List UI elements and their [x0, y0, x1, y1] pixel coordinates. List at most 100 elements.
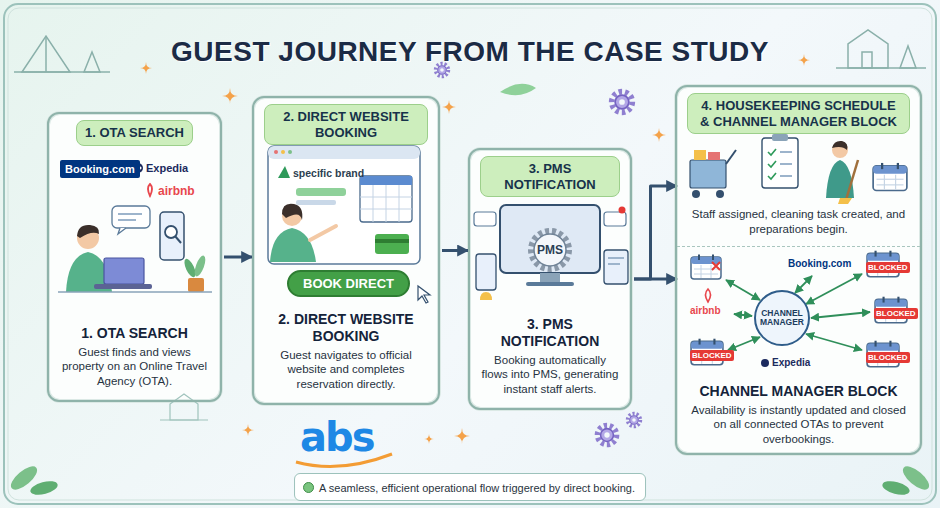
pms-illustration [480, 292, 492, 300]
house-sketch-small [160, 394, 208, 420]
housekeeping-illustration [690, 134, 907, 204]
tent-sketch [45, 36, 47, 72]
ota-search-illustration [58, 291, 212, 293]
housekeeping-illustration [762, 138, 798, 188]
channel-manager-illustration [726, 280, 760, 300]
housekeeping-section: Staff assigned, cleaning task created, a… [677, 130, 920, 242]
tent-sketch [22, 36, 70, 72]
housekeeping-illustration [846, 160, 858, 200]
flow-arrow [634, 186, 677, 279]
blocked-tag: BLOCKED [866, 352, 910, 363]
channel-manager-illustration [795, 276, 812, 293]
housekeeping-illustration [716, 190, 724, 198]
house-sketch [862, 52, 872, 68]
direct-booking-illustration [360, 176, 412, 185]
housekeeping-illustration [780, 151, 792, 153]
ota-logo: Booking.com [60, 160, 140, 178]
direct-booking-illustration [268, 146, 420, 159]
caption-box: A seamless, efficient operational flow t… [294, 473, 646, 501]
sparkles [140, 62, 152, 74]
ota-search-illustration [94, 284, 152, 289]
housekeeping-illustration [690, 160, 726, 188]
ota-search-illustration [188, 278, 204, 292]
pms-illustration [619, 207, 626, 214]
panel-fill [469, 149, 631, 409]
step-description: Availability is instantly updated and cl… [685, 403, 912, 446]
tent-sketch [14, 36, 110, 72]
step-panel: 2. DIRECT WEBSITE BOOKING2. DIRECT WEBSI… [252, 96, 440, 405]
ota-search-illustration [148, 184, 152, 196]
gears [436, 64, 641, 445]
ota-search-illustration [112, 206, 150, 228]
pms-illustration [604, 250, 628, 284]
channel-manager-illustration [806, 274, 862, 304]
panel-fill [48, 113, 221, 401]
blocked-tag: BLOCKED [690, 350, 734, 361]
gears [597, 425, 616, 444]
brand-name: specific brand [293, 167, 364, 179]
sparkles [424, 434, 434, 444]
ota-logo: Expedia [146, 162, 188, 174]
channel-manager-illustration [726, 274, 870, 350]
flow-arrow [224, 256, 252, 259]
sparkles [242, 424, 254, 436]
step-description: Guest navigates to official website and … [264, 348, 428, 391]
step-description: Guest finds and views property on an Onl… [59, 345, 210, 388]
direct-booking-illustration [418, 286, 430, 303]
direct-booking-illustration [296, 200, 336, 205]
tent-sketch [84, 52, 100, 72]
direct-booking-illustration [386, 185, 387, 222]
pms-illustration [474, 212, 496, 226]
leaves [7, 84, 933, 498]
flow-arrow [634, 278, 677, 281]
direct-booking-illustration [288, 150, 292, 154]
step-heading: CHANNEL MANAGER BLOCK [685, 383, 912, 400]
pms-illustration [531, 231, 569, 269]
brand-logo: abs [300, 414, 373, 460]
housekeeping-illustration [832, 141, 847, 150]
sparkles [652, 128, 666, 142]
pms-illustration [534, 234, 566, 266]
blocked-tag: BLOCKED [874, 308, 918, 319]
gears [628, 414, 641, 427]
channel-manager-illustration [734, 314, 752, 316]
sparkles [454, 428, 470, 444]
housekeeping-illustration [772, 134, 788, 141]
book-button: BOOK DIRECT [287, 270, 410, 297]
ota-logo: Booking.com [788, 258, 851, 269]
direct-booking-illustration [274, 150, 278, 154]
housekeeping-illustration [694, 150, 706, 160]
house-sketch-small [170, 394, 198, 420]
direct-booking-illustration [310, 226, 336, 240]
house-sketch [848, 30, 888, 68]
page-frame [8, 8, 932, 500]
direct-booking-illustration [375, 239, 409, 243]
pms-illustration [608, 257, 624, 259]
direct-booking-illustration [399, 185, 400, 222]
housekeeping-illustration [780, 163, 792, 165]
step-description: Staff assigned, cleaning task created, a… [685, 207, 912, 236]
direct-booking-illustration [373, 185, 374, 222]
step-tab-label: 2. DIRECT WEBSITE BOOKING [264, 104, 428, 145]
ota-search-illustration [118, 213, 142, 215]
leaves [881, 479, 911, 498]
sparkles [442, 100, 456, 114]
flow-arrow [442, 249, 468, 252]
panel-fill [253, 97, 439, 404]
ota-search-illustration [175, 236, 181, 243]
hub-label: CHANNEL MANAGER [758, 309, 806, 328]
pms-illustration [526, 282, 574, 286]
pms-illustration [540, 273, 560, 282]
ota-search-illustration [104, 258, 144, 284]
leaves [29, 479, 59, 498]
pms-illustration [476, 254, 496, 290]
channel-manager-illustration [691, 255, 721, 280]
ota-search-illustration [160, 212, 184, 260]
page-frame [4, 4, 936, 504]
ota-search-illustration [58, 163, 212, 292]
pms-illustration [608, 263, 620, 265]
sparkles [798, 54, 810, 66]
